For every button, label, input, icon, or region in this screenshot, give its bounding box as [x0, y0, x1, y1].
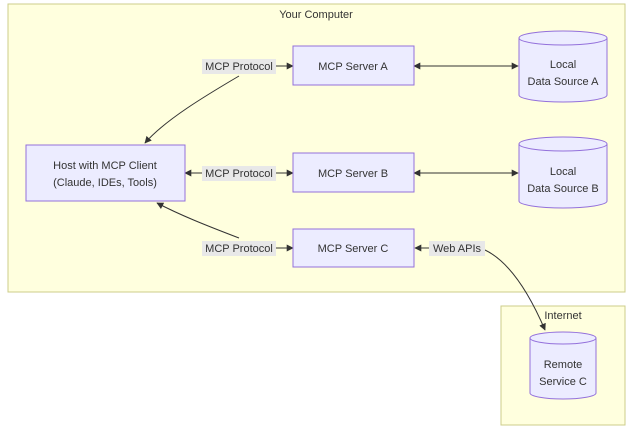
node-server-c-label: MCP Server C — [318, 243, 389, 255]
node-host[interactable]: Host with MCP Client (Claude, IDEs, Tool… — [25, 144, 186, 202]
node-host-line-2: (Claude, IDEs, Tools) — [53, 177, 157, 189]
node-source-b-cylinder[interactable]: Local Data Source B — [518, 136, 608, 209]
node-server-c[interactable]: MCP Server C — [292, 228, 415, 268]
edges — [144, 62, 546, 331]
node-remote-c-line-1: Remote — [544, 359, 583, 371]
cluster-internet: Internet — [500, 305, 626, 426]
edge-server-a-host — [144, 75, 240, 144]
node-remote-c-cylinder[interactable]: Remote Service C — [529, 331, 597, 400]
cluster-internet-title: Internet — [544, 310, 581, 322]
node-source-a-line-2: Data Source A — [528, 76, 600, 88]
edge-label-web-apis-text: Web APIs — [433, 243, 482, 255]
edge-label-web-apis: Web APIs — [429, 241, 485, 256]
node-server-b[interactable]: MCP Server B — [292, 152, 415, 193]
edge-label-protocol-a-text: MCP Protocol — [205, 61, 273, 73]
edge-label-protocol-c: MCP Protocol — [202, 241, 276, 256]
node-server-b-label: MCP Server B — [318, 168, 388, 180]
node-remote-c-line-2: Service C — [539, 376, 587, 388]
edge-web-apis-remote-c — [484, 249, 546, 331]
node-source-b-line-2: Data Source B — [527, 183, 599, 195]
node-source-a-line-1: Local — [550, 59, 576, 71]
edge-label-protocol-b: MCP Protocol — [202, 166, 276, 181]
node-server-a-label: MCP Server A — [318, 61, 388, 73]
edge-label-protocol-a: MCP Protocol — [202, 59, 276, 74]
node-host-line-1: Host with MCP Client — [53, 160, 157, 172]
edge-label-protocol-b-text: MCP Protocol — [205, 168, 273, 180]
node-source-b-line-1: Local — [550, 166, 576, 178]
edge-label-protocol-c-text: MCP Protocol — [205, 243, 273, 255]
node-server-a[interactable]: MCP Server A — [292, 45, 415, 86]
cluster-your-computer-title: Your Computer — [279, 9, 353, 21]
node-source-a-cylinder[interactable]: Local Data Source A — [518, 30, 608, 103]
edge-server-c-host — [156, 202, 240, 239]
